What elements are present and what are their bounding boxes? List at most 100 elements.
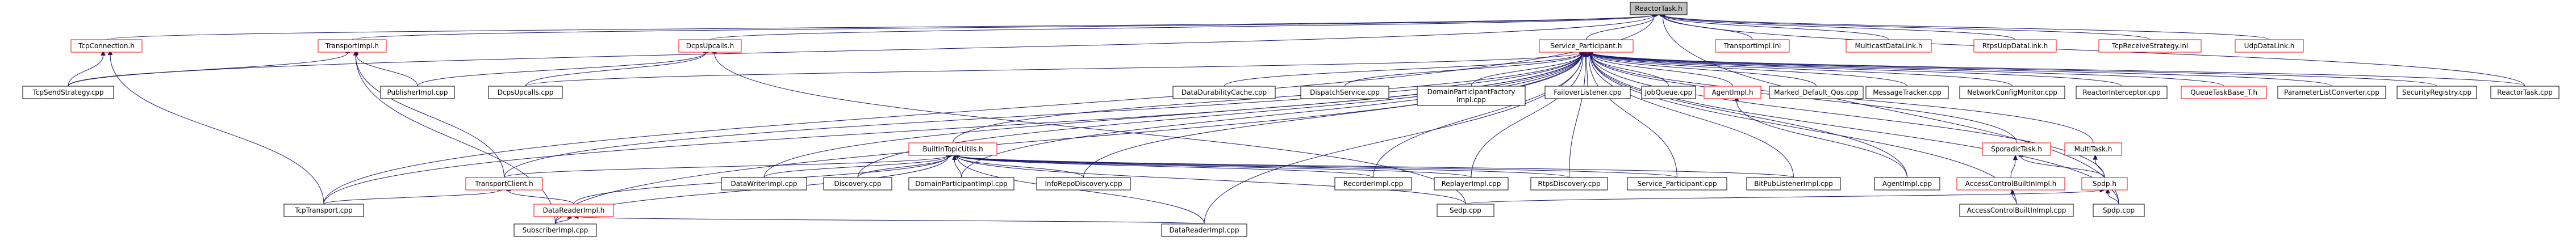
edge-publisherimpl-cpp-to-transportimpl-h — [353, 49, 418, 87]
edge-line — [110, 54, 324, 205]
node-datareaderimpl-h[interactable]: DataReaderImpl.h — [533, 204, 614, 217]
edge-line — [1471, 55, 1584, 178]
node-messagetracker-cpp[interactable]: MessageTracker.cpp — [1865, 86, 1949, 99]
node-service-participant-cpp[interactable]: Service_Participant.cpp — [1627, 177, 1727, 191]
node-label: DcpsUpcalls.h — [686, 42, 734, 50]
node-label: BitPubListenerImpl.cpp — [1754, 180, 1833, 188]
node-bitpublistenerimpl-cpp[interactable]: BitPubListenerImpl.cpp — [1746, 177, 1841, 191]
edge-accesscontrolbuiltinimpl-h-to-sporadictask-h — [2010, 154, 2018, 178]
node-box — [2277, 86, 2386, 99]
node-tcpconnection-h[interactable]: TcpConnection.h — [70, 39, 143, 53]
node-accesscontrolbuiltinimpl-h[interactable]: AccessControlBuiltInImpl.h — [1956, 177, 2065, 191]
edge-line — [2095, 159, 2105, 178]
node-box — [513, 223, 597, 237]
node-tcpsendstrategy-cpp[interactable]: TcpSendStrategy.cpp — [22, 86, 114, 99]
node-box — [1959, 86, 2065, 99]
node-dcpsupcalls-h[interactable]: DcpsUpcalls.h — [678, 39, 742, 53]
node-box — [22, 86, 114, 99]
node-securityregistry-cpp[interactable]: SecurityRegistry.cpp — [2397, 86, 2477, 99]
edge-line — [1590, 52, 2013, 87]
node-box — [908, 142, 997, 156]
edge-subscriberimpl-cpp-to-transportimpl-h — [353, 49, 556, 225]
node-networkconfigmonitor-cpp[interactable]: NetworkConfigMonitor.cpp — [1959, 86, 2065, 99]
node-service-participant-h[interactable]: Service_Participant.h — [1539, 39, 1634, 53]
node-label: RtpsDiscovery.cpp — [1538, 180, 1600, 188]
edge-line — [417, 52, 706, 87]
node-box — [678, 39, 742, 53]
edge-line — [1663, 14, 2151, 40]
node-label: TransportImpl.inl — [1723, 42, 1781, 50]
edge-line — [1736, 100, 1907, 178]
node-replayerimpl-cpp[interactable]: ReplayerImpl.cpp — [1434, 177, 1509, 191]
node-datareaderimpl-cpp[interactable]: DataReaderImpl.cpp — [1161, 223, 1247, 237]
node-box — [1544, 86, 1631, 99]
node-label: QueueTaskBase_T.h — [2190, 88, 2257, 96]
node-label: ReactorTask.h — [1635, 5, 1682, 12]
node-box — [465, 177, 543, 191]
node-jobqueue-cpp[interactable]: JobQueue.cpp — [1641, 86, 1696, 99]
node-tcptransport-cpp[interactable]: TcpTransport.cpp — [283, 204, 364, 217]
node-label: SporadicTask.h — [1991, 145, 2042, 153]
node-sporadictask-h[interactable]: SporadicTask.h — [1982, 142, 2051, 156]
node-discovery-cpp[interactable]: Discovery.cpp — [823, 177, 892, 191]
node-marked-default-qos-cpp[interactable]: Marked_Default_Qos.cpp — [1769, 86, 1864, 99]
node-spdp-cpp[interactable]: Spdp.cpp — [2093, 204, 2145, 217]
node-datadurabilitycache-cpp[interactable]: DataDurabilityCache.cpp — [1172, 86, 1276, 99]
edge-line — [957, 155, 1373, 178]
node-transportimpl-h[interactable]: TransportImpl.h — [318, 39, 387, 53]
node-dispatchservice-cpp[interactable]: DispatchService.cpp — [1300, 86, 1389, 99]
node-spdp-h[interactable]: Spdp.h — [2081, 177, 2128, 191]
edge-line — [957, 155, 1466, 205]
node-parameterlistconverter-cpp[interactable]: ParameterListConverter.cpp — [2277, 86, 2386, 99]
node-agentimpl-cpp[interactable]: AgentImpl.cpp — [1874, 177, 1940, 191]
node-box — [1627, 177, 1727, 191]
edge-line — [504, 52, 1583, 178]
node-builtintopicutils-h[interactable]: BuiltInTopicUtils.h — [908, 142, 997, 156]
node-udpdatalink-h[interactable]: UdpDataLink.h — [2235, 39, 2304, 53]
node-tcpreceivestrategy-inl[interactable]: TcpReceiveStrategy.inl — [2098, 39, 2202, 53]
node-transportimpl-inl[interactable]: TransportImpl.inl — [1715, 39, 1790, 53]
node-sedp-cpp[interactable]: Sedp.cpp — [1437, 204, 1494, 217]
node-accesscontrolbuiltinimpl-cpp[interactable]: AccessControlBuiltInImpl.cpp — [1959, 204, 2074, 217]
edge-line — [1569, 56, 1586, 178]
node-transportclient-h[interactable]: TransportClient.h — [465, 177, 543, 191]
node-reactorinterceptor-cpp[interactable]: ReactorInterceptor.cpp — [2076, 86, 2168, 99]
node-agentimpl-h[interactable]: AgentImpl.h — [1704, 86, 1761, 99]
node-reactortask-h[interactable]: ReactorTask.h — [1630, 2, 1688, 15]
edge-marked-default-qos-cpp-to-service-participant-h — [1588, 47, 1817, 87]
node-recorderimpl-cpp[interactable]: RecorderImpl.cpp — [1334, 177, 1412, 191]
node-datawriterimpl-cpp[interactable]: DataWriterImpl.cpp — [721, 177, 807, 191]
node-box — [1036, 177, 1131, 191]
node-box — [823, 177, 892, 191]
node-label: Service_Participant.h — [1550, 42, 1622, 50]
edge-line — [1204, 54, 1583, 225]
node-domainparticipantimpl-cpp[interactable]: DomainParticipantImpl.cpp — [908, 177, 1014, 191]
edge-line — [1590, 52, 1817, 87]
edge-line — [1663, 15, 1889, 40]
edge-bitpublistenerimpl-cpp-to-service-participant-h — [1588, 49, 1794, 178]
edge-domainparticipantimpl-cpp-to-service-participant-h — [961, 48, 1584, 178]
node-subscriberimpl-cpp[interactable]: SubscriberImpl.cpp — [513, 223, 597, 237]
node-rtpsdiscovery-cpp[interactable]: RtpsDiscovery.cpp — [1530, 177, 1608, 191]
edge-spdp-cpp-to-spdp-h — [2105, 188, 2119, 205]
edge-rtpsdiscovery-cpp-to-service-participant-h — [1569, 51, 1588, 178]
edge-transportclient-h-to-builtintopicutils-h — [504, 153, 954, 178]
node-box — [721, 177, 807, 191]
node-label: TcpReceiveStrategy.inl — [2111, 42, 2188, 50]
node-rtpsudpdatalink-h[interactable]: RtpsUdpDataLink.h — [1973, 39, 2057, 53]
node-queuetaskbase-t-h[interactable]: QueueTaskBase_T.h — [2181, 86, 2267, 99]
node-inforepodiscovery-cpp[interactable]: InfoRepoDiscovery.cpp — [1036, 177, 1131, 191]
edge-line — [1224, 52, 1583, 87]
edge-line — [957, 156, 1084, 178]
edge-inforepodiscovery-cpp-to-service-participant-h — [1083, 48, 1585, 178]
node-failoverlistener-cpp[interactable]: FailoverListener.cpp — [1544, 86, 1631, 99]
node-label: Discovery.cpp — [834, 180, 881, 188]
node-publisherimpl-cpp[interactable]: PublisherImpl.cpp — [380, 86, 455, 99]
node-multitask-h[interactable]: MultiTask.h — [2064, 142, 2122, 156]
node-reactortask-cpp[interactable]: ReactorTask.cpp — [2490, 86, 2560, 99]
node-dcpsupcalls-cpp[interactable]: DcpsUpcalls.cpp — [488, 86, 563, 99]
node-label: ReactorTask.cpp — [2497, 88, 2553, 96]
node-multicastdatalink-h[interactable]: MulticastDataLink.h — [1846, 39, 1932, 53]
